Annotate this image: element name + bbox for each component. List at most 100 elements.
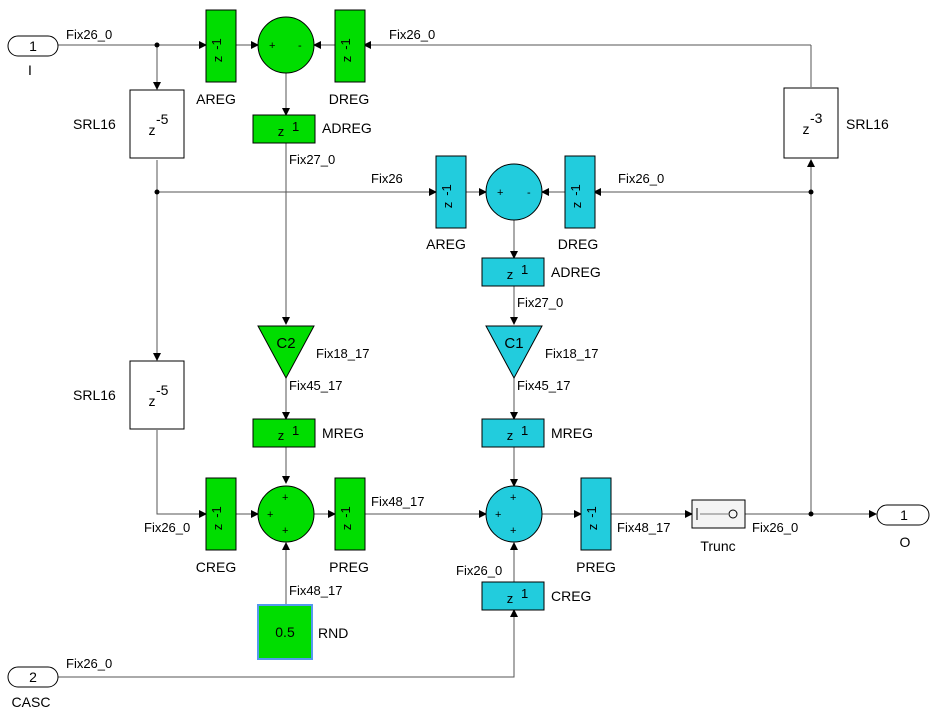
gain-c2-label: C2: [276, 335, 295, 352]
delay-exponent: -1: [209, 38, 224, 50]
rnd-value: 0.5: [275, 624, 295, 640]
rnd-constant[interactable]: 0.5: [257, 604, 313, 660]
cyan-mreg-label: MREG: [551, 425, 593, 441]
junction-dot: [154, 42, 160, 48]
delay-exponent: -1: [209, 506, 224, 518]
green-adreg-delay[interactable]: z 1: [252, 114, 316, 144]
gain-c2[interactable]: C2: [257, 325, 315, 380]
delay-exponent: -1: [568, 184, 583, 196]
sum-sign-plus: +: [282, 492, 288, 504]
delay-z: z: [507, 591, 514, 606]
wire-srl16-to-creg: [156, 430, 207, 518]
delay-z: z: [569, 202, 584, 209]
cyan-areg-delay[interactable]: -1 z: [435, 155, 467, 229]
cyan-adreg-delay[interactable]: z 1: [481, 257, 545, 287]
outport-o-number: 1: [900, 507, 908, 523]
signal-label: Fix26_0: [752, 520, 798, 535]
delay-exponent: -1: [439, 184, 454, 196]
signal-labels: Fix26_0 Fix26_0 Fix27_0 Fix26 Fix26_0 Fi…: [66, 27, 798, 671]
trunc-block[interactable]: [691, 499, 746, 529]
delay-exponent: -1: [584, 506, 599, 518]
srl16-top-label: SRL16: [73, 116, 116, 132]
delay-z: z: [210, 56, 225, 63]
sum-sign-plus: +: [282, 525, 288, 537]
signal-label: Fix18_17: [316, 346, 369, 361]
trunc-label: Trunc: [700, 538, 735, 554]
signal-label: Fix48_17: [617, 520, 670, 535]
sum-sign-plus: +: [510, 492, 516, 504]
delay-exponent: -1: [338, 38, 353, 50]
srl16-top-delay[interactable]: z -5: [129, 89, 185, 159]
cyan-post-adder[interactable]: + + +: [485, 485, 543, 543]
wires: [58, 41, 877, 678]
sum-sign-plus: +: [269, 40, 275, 52]
cyan-dreg-delay[interactable]: -1 z: [564, 155, 596, 229]
cyan-pre-adder[interactable]: + -: [485, 163, 543, 221]
inport-i[interactable]: 1 I: [7, 35, 59, 78]
outport-o-name: O: [900, 534, 911, 550]
delay-z: z: [803, 121, 810, 137]
signal-label: Fix26_0: [456, 563, 502, 578]
green-post-adder[interactable]: + + +: [257, 485, 315, 543]
delay-z: z: [339, 56, 354, 63]
cyan-mreg-delay[interactable]: z 1: [481, 418, 545, 448]
signal-label: Fix26: [371, 171, 403, 186]
delay-z: z: [149, 122, 156, 138]
sum-sign-plus: +: [495, 509, 501, 521]
signal-label: Fix48_17: [371, 494, 424, 509]
green-mreg-delay[interactable]: z 1: [252, 418, 316, 448]
inport-i-number: 1: [29, 38, 37, 54]
delay-exponent: -3: [810, 110, 823, 126]
signal-label: Fix26_0: [389, 27, 435, 42]
inport-casc[interactable]: 2 CASC: [7, 666, 59, 710]
delay-exponent: -5: [156, 111, 169, 127]
green-preg-delay[interactable]: -1 z: [334, 477, 366, 551]
green-areg-label: AREG: [196, 91, 236, 107]
green-pre-adder[interactable]: + -: [257, 16, 315, 74]
junction-dot: [808, 189, 814, 195]
delay-z: z: [507, 428, 514, 443]
inport-casc-number: 2: [29, 669, 37, 685]
delay-z: z: [507, 267, 514, 282]
sum-sign-minus: -: [527, 187, 531, 199]
green-dreg-delay[interactable]: -1 z: [334, 9, 366, 83]
cyan-adreg-label: ADREG: [551, 264, 601, 280]
signal-label: Fix26_0: [144, 520, 190, 535]
outport-o[interactable]: 1 O: [876, 504, 930, 550]
green-creg-delay[interactable]: -1 z: [205, 477, 237, 551]
delay-z: z: [278, 428, 285, 443]
junction-dot: [808, 511, 814, 517]
cyan-dreg-label: DREG: [558, 236, 598, 252]
delay-exponent: 1: [521, 586, 528, 601]
junction-dot: [154, 189, 160, 195]
signal-label: Fix18_17: [545, 346, 598, 361]
green-creg-label: CREG: [196, 559, 236, 575]
signal-label: Fix45_17: [517, 378, 570, 393]
cyan-creg-delay[interactable]: z 1: [481, 581, 545, 611]
delay-exponent: 1: [292, 119, 299, 134]
signal-label: Fix48_17: [289, 583, 342, 598]
cyan-areg-label: AREG: [426, 236, 466, 252]
srl16-bottom-delay[interactable]: z -5: [129, 360, 185, 430]
signal-label: Fix27_0: [517, 295, 563, 310]
signal-label: Fix26_0: [618, 171, 664, 186]
srl16-right-delay[interactable]: z -3: [783, 87, 839, 159]
sum-sign-plus: +: [497, 187, 503, 199]
delay-z: z: [339, 524, 354, 531]
green-adreg-label: ADREG: [322, 120, 372, 136]
cyan-preg-delay[interactable]: -1 z: [580, 477, 612, 551]
green-preg-label: PREG: [329, 559, 369, 575]
signal-label: Fix26_0: [66, 27, 112, 42]
gain-c1[interactable]: C1: [485, 325, 543, 380]
sum-sign-minus: -: [298, 40, 302, 52]
delay-z: z: [278, 124, 285, 139]
trunc-o-icon: [728, 509, 738, 519]
signal-label: Fix45_17: [289, 378, 342, 393]
delay-z: z: [149, 393, 156, 409]
cyan-preg-label: PREG: [576, 559, 616, 575]
delay-z: z: [585, 524, 600, 531]
delay-z: z: [440, 202, 455, 209]
delay-exponent: -1: [338, 506, 353, 518]
green-areg-delay[interactable]: -1 z: [205, 9, 237, 83]
